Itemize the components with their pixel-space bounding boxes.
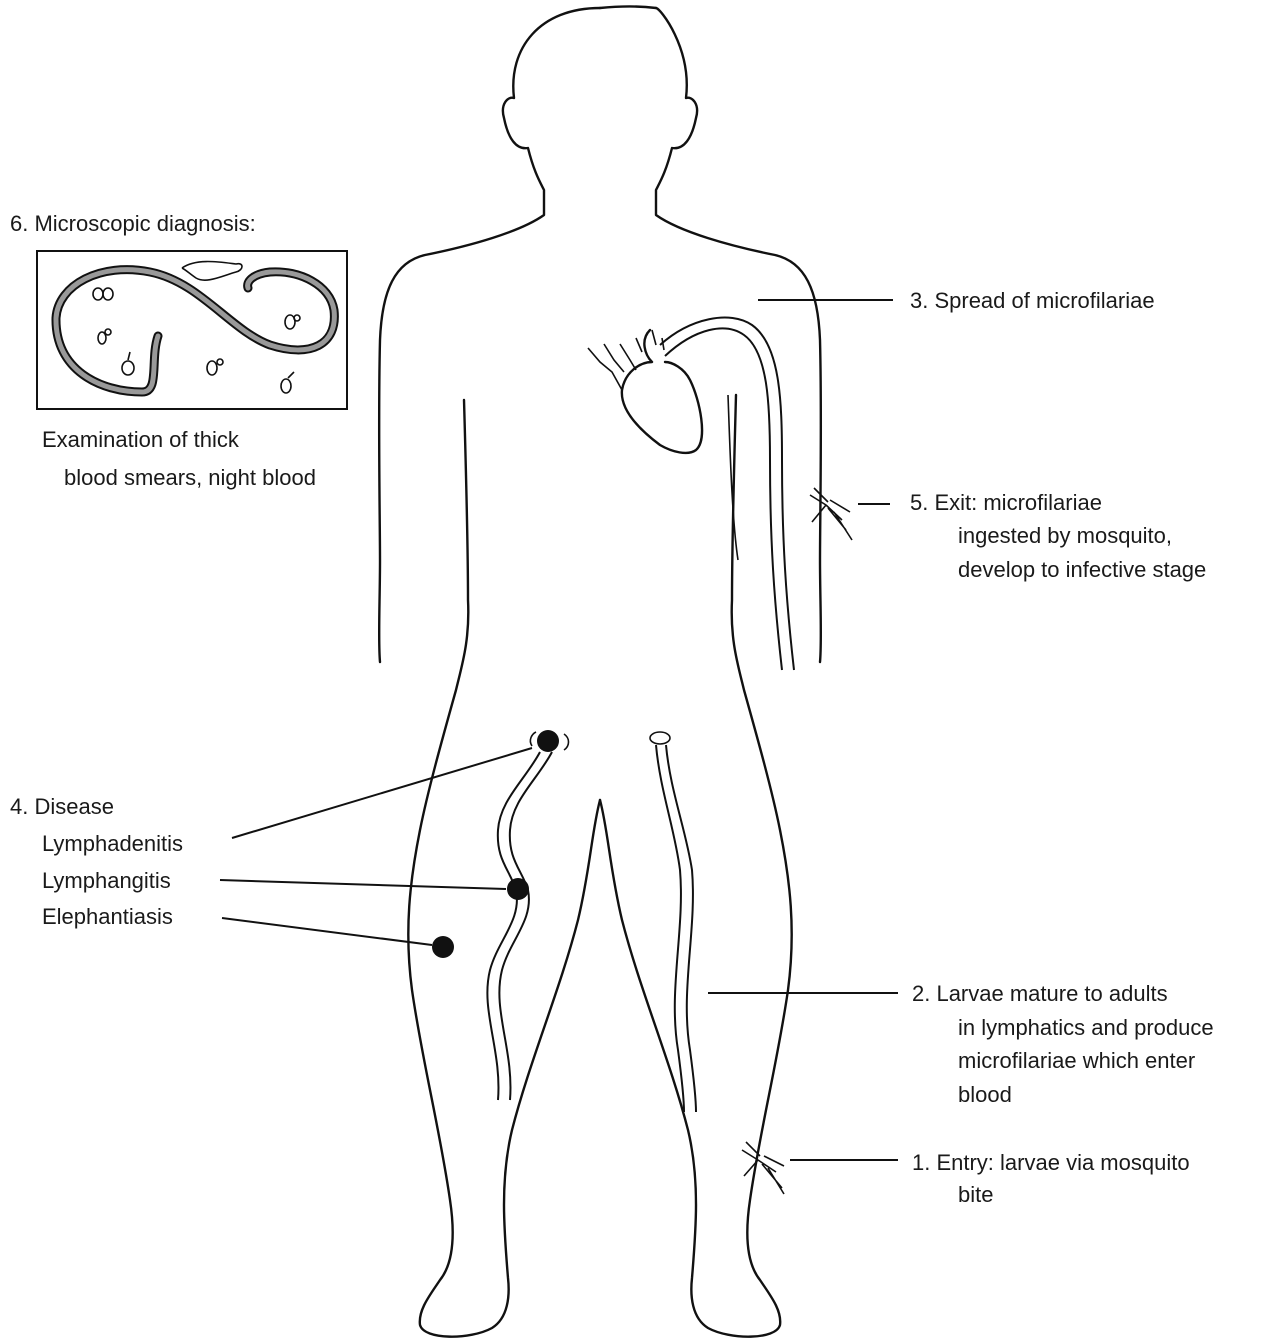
step3-labels: 3. Spread of microfilariae (910, 288, 1155, 313)
lymphadenitis-dot (537, 730, 559, 752)
elephantiasis-dot (432, 936, 454, 958)
lymphangitis-label: Lymphangitis (42, 868, 171, 893)
step6-labels: 6. Microscopic diagnosis: Examination of… (10, 211, 316, 490)
leader-lymphangitis (220, 880, 506, 889)
step6-caption-line2: blood smears, night blood (64, 465, 316, 490)
step1-line2: bite (958, 1182, 993, 1207)
step5-line3: develop to infective stage (958, 557, 1206, 582)
step2-labels: 2. Larvae mature to adults in lymphatics… (912, 981, 1214, 1107)
leader-lines (220, 300, 898, 1160)
mosquito-icon-leg (742, 1142, 784, 1194)
step6-caption-line1: Examination of thick (42, 427, 240, 452)
leader-lymphadenitis (232, 748, 532, 838)
step2-line2: in lymphatics and produce (958, 1015, 1214, 1040)
microscope-slide-box (37, 251, 347, 409)
step5-line1: 5. Exit: microfilariae (910, 490, 1102, 515)
leader-elephantiasis (222, 918, 432, 945)
elephantiasis-label: Elephantiasis (42, 904, 173, 929)
lymphangitis-dot (507, 878, 529, 900)
human-body-outline (379, 7, 821, 1337)
step6-title: 6. Microscopic diagnosis: (10, 211, 256, 236)
step1-labels: 1. Entry: larvae via mosquito bite (912, 1150, 1190, 1207)
disease-sites (432, 730, 569, 958)
step4-title: 4. Disease (10, 794, 114, 819)
step4-labels: 4. Disease Lymphadenitis Lymphangitis El… (10, 794, 183, 929)
heart-and-vessels (588, 318, 794, 670)
step1-line1: 1. Entry: larvae via mosquito (912, 1150, 1190, 1175)
mosquito-icon-arm (810, 488, 852, 540)
step2-line4: blood (958, 1082, 1012, 1107)
step5-labels: 5. Exit: microfilariae ingested by mosqu… (910, 490, 1206, 582)
step2-line3: microfilariae which enter (958, 1048, 1195, 1073)
step3-label: 3. Spread of microfilariae (910, 288, 1155, 313)
lymphadenitis-label: Lymphadenitis (42, 831, 183, 856)
step5-line2: ingested by mosquito, (958, 523, 1172, 548)
step2-line1: 2. Larvae mature to adults (912, 981, 1168, 1006)
